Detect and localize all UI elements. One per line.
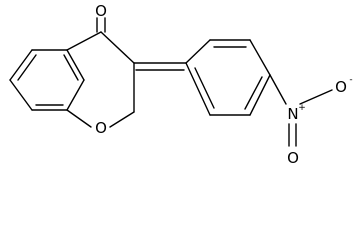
pyranone-ring xyxy=(66,17,135,128)
bond xyxy=(9,49,33,81)
nitro-nitrogen-charge: + xyxy=(298,103,306,113)
nitro-oxygen-top-charge: - xyxy=(349,75,352,85)
bond xyxy=(9,79,33,111)
bond xyxy=(249,74,271,116)
exocyclic-alkene xyxy=(133,62,187,71)
bond xyxy=(249,39,271,76)
double-bond-inner xyxy=(244,76,263,110)
bond xyxy=(299,89,333,105)
carbonyl-oxygen-label: O xyxy=(95,2,107,20)
benzo-ring xyxy=(9,49,85,111)
double-bond-inner xyxy=(17,54,37,81)
nitrophenyl-ring xyxy=(185,39,271,116)
nitro-oxygen-bottom-label: O xyxy=(287,149,299,167)
bond xyxy=(100,31,135,64)
double-bond-inner xyxy=(194,67,215,109)
nitro-oxygen-top-label: O xyxy=(335,78,347,96)
nitro-group xyxy=(269,74,333,147)
bond xyxy=(66,49,85,81)
bond xyxy=(66,109,92,128)
chemical-structure: O O N + O - O xyxy=(9,2,353,167)
bond xyxy=(269,74,287,105)
bond xyxy=(185,62,211,116)
bond xyxy=(185,39,211,64)
double-bond-inner xyxy=(63,54,79,81)
nitro-nitrogen-label: N xyxy=(287,105,298,123)
bond xyxy=(66,79,85,111)
bond xyxy=(109,111,135,128)
bond xyxy=(66,31,102,51)
ring-oxygen-label: O xyxy=(95,119,107,137)
